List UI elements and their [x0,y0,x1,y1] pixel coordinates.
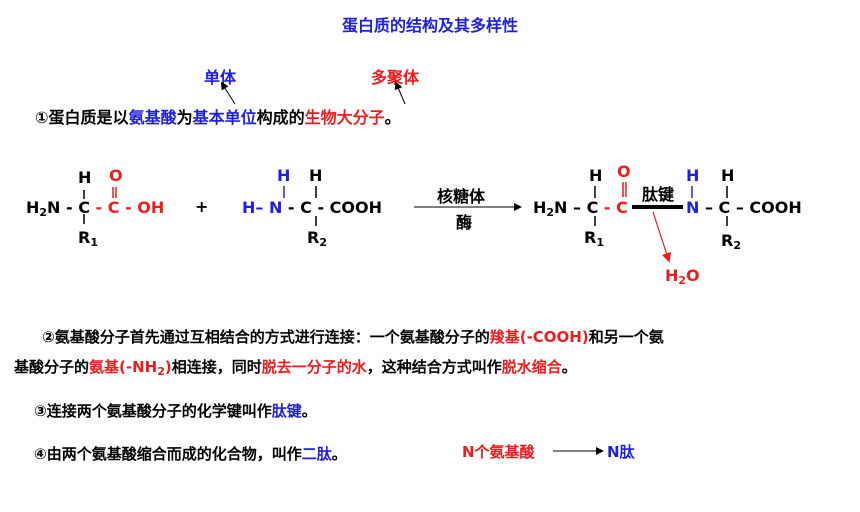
polymer-arrow [394,81,406,105]
annotation-polymer: 多聚体 [371,68,420,87]
n-peptide: N肽 [607,443,635,461]
point2-line2: 基酸分子的氨基(-NH2)相连接，同时脱去一分子的水，这种结合方式叫作脱水缩合。 [14,358,577,378]
n-amino-acids: N个氨基酸 [462,443,535,461]
dp-o: O [617,162,631,181]
point4-text: ④由两个氨基酸缩合而成的化合物，叫作二肽。 [34,445,347,463]
dp-chain-right: N – C – COOH [686,198,802,217]
water-label: H2O [665,266,700,287]
aa1-h: H [78,168,92,187]
aa2-h-top-c: H [309,166,323,185]
plus-sign: + [195,197,209,216]
point2-line1: ②氨基酸分子首先通过互相结合的方式进行连接：一个氨基酸分子的羧基(-COOH)和… [42,328,664,346]
dp-h2: H [721,166,735,185]
aa1-r: R1 [78,228,98,249]
aa1-chain: H2N - C - C - OH [26,198,165,219]
enzyme-bottom: 酶 [456,213,473,232]
aa2-h-top-n: H [277,166,291,185]
water-arrow [652,211,672,263]
aa2-r: R2 [307,228,327,249]
aa2-chain: H– N - C - COOH [242,198,383,217]
point1-text: ①蛋白质是以氨基酸为基本单位构成的生物大分子。 [35,108,401,127]
dp-h-n: H [686,166,700,185]
dp-h1: H [589,166,603,185]
peptide-bond-label: 肽键 [642,185,675,204]
dp-r2: R2 [721,231,741,252]
dp-chain-left: H2N – C - C [533,198,628,219]
dp-r1: R1 [584,228,604,249]
aa1-o: O [109,166,123,185]
monomer-arrow [220,81,236,105]
page-title: 蛋白质的结构及其多样性 [341,16,518,35]
point3-text: ③连接两个氨基酸分子的化学键叫作肽键。 [34,402,317,420]
enzyme-top: 核糖体 [437,187,486,206]
